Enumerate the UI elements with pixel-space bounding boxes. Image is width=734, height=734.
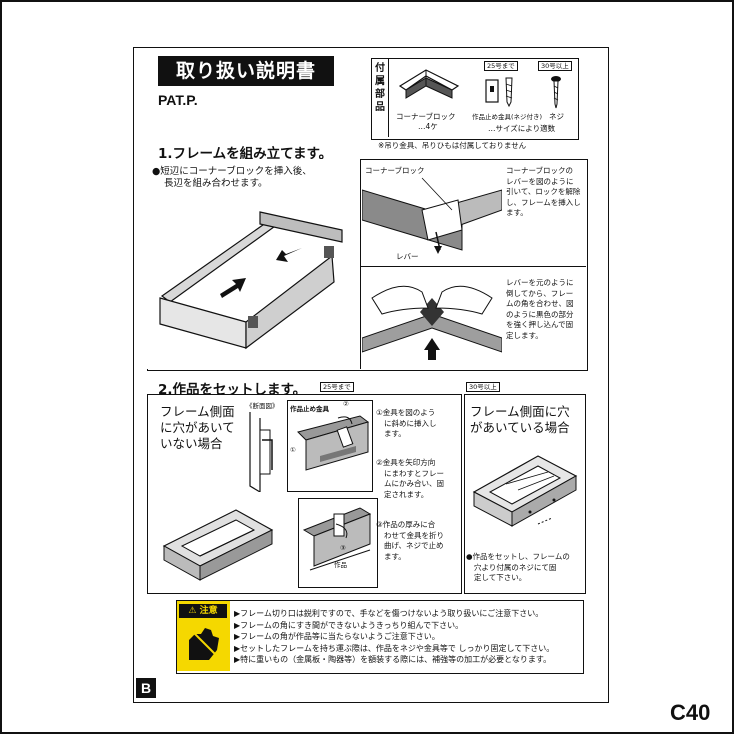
cross-section-label: 《断面図》 xyxy=(246,402,279,410)
accessories-divider xyxy=(388,59,389,137)
corner-block-name: コーナーブロック xyxy=(396,112,456,121)
clip-bend-illustration xyxy=(302,507,372,571)
corner-block-icon xyxy=(398,69,460,99)
hole-instruction: ●作品をセットし、フレームの 穴より付属のネジにて固 定して下さい。 xyxy=(466,552,570,582)
section1-step-a: コーナーブロックの レバーを図のように 引いて、ロックを解除 し、フレームを挿入… xyxy=(506,166,581,217)
hand-cut-warning-icon xyxy=(185,624,223,664)
accessories-box xyxy=(371,58,579,140)
caution-item: ▶フレームの角にすき間ができないようきっちり組んで下さい。 xyxy=(234,620,464,630)
size-tag-25: 25号まで xyxy=(484,61,518,71)
caution-badge: ⚠ 注意 xyxy=(179,604,227,618)
hole-title: フレーム側面に穴 があいている場合 xyxy=(470,404,570,435)
frame-hole-illustration xyxy=(472,455,578,527)
clip-step1: ①金具を図のよう に斜めに挿入し ます。 xyxy=(376,408,437,438)
section2-tag-25: 25号まで xyxy=(320,382,354,392)
clip-step2: ②金具を矢印方向 にまわすとフレー ムにかみ合い、固 定されます。 xyxy=(376,458,444,499)
hanging-note: ※吊り金具、吊りひもは付属しておりません xyxy=(378,141,527,150)
product-code: C40 xyxy=(670,700,711,725)
size-tag-30: 30号以上 xyxy=(538,61,572,71)
page-badge: B xyxy=(136,678,156,698)
size-note: …サイズにより適数 xyxy=(488,124,556,133)
section1-instruction: ●短辺にコーナーブロックを挿入後、 長辺を組み合わせます。 xyxy=(152,166,312,189)
page-title: 取り扱い説明書 xyxy=(158,56,334,86)
caution-box xyxy=(176,600,584,674)
model-name: PAT.P. xyxy=(158,92,198,108)
frame-no-hole-illustration xyxy=(162,509,274,581)
corner-block-label: コーナーブロック xyxy=(365,166,425,175)
cross-section-illustration xyxy=(249,412,273,492)
lever-label: レバー xyxy=(396,252,419,261)
clip-caption: 作品止め金具(ネジ付き) xyxy=(472,113,543,121)
screw-caption: ネジ xyxy=(549,112,564,121)
caution-item: ▶特に重いもの（金属板・陶器等）を額装する際には、補強等の加工が必要となります。 xyxy=(234,655,552,664)
section1-divider-v xyxy=(360,160,362,369)
artwork-label: 作品 xyxy=(334,561,347,569)
press-corner-illustration xyxy=(362,285,502,360)
corner-block-qty: …4ケ xyxy=(418,122,438,131)
caution-item: ▶セットしたフレームを持ち運ぶ際は、作品をネジや金具等で しっかり固定して下さい… xyxy=(234,643,555,653)
section1-heading: 1.フレームを組み立てます。 xyxy=(158,146,333,162)
marker-1: ① xyxy=(290,446,296,454)
clip-label: 作品止め金具 xyxy=(290,405,329,413)
lever-illustration xyxy=(362,177,502,254)
caution-list: ▶フレーム切り口は鋭利ですので、手などを傷つけないよう取り扱いにご注意下さい。 … xyxy=(234,608,554,666)
section1-divider-h xyxy=(360,266,586,268)
frame-assembly-illustration xyxy=(159,211,343,350)
accessories-label: 付 属 部 品 xyxy=(375,63,385,113)
clip-step3: ③作品の厚みに合 わせて金具を折り 曲げ、ネジで止め ます。 xyxy=(376,520,444,561)
marker-2: ② xyxy=(343,400,349,408)
no-hole-title: フレーム側面 に穴があいて いない場合 xyxy=(160,404,235,451)
marker-3: ③ xyxy=(340,544,346,552)
clip-icon xyxy=(485,77,513,108)
caution-item: ▶フレーム切り口は鋭利ですので、手などを傷つけないよう取り扱いにご注意下さい。 xyxy=(234,609,544,618)
section1-step-b: レバーを元のように 倒してから、フレー ムの角を合わせ、図 のように黒色の部分 … xyxy=(506,278,574,340)
screw-icon xyxy=(551,76,561,109)
clip-insert-illustration xyxy=(297,415,370,471)
caution-item: ▶フレームの角が作品等に当たらないようご注意下さい。 xyxy=(234,632,440,641)
section2-tag-30: 30号以上 xyxy=(466,382,500,392)
